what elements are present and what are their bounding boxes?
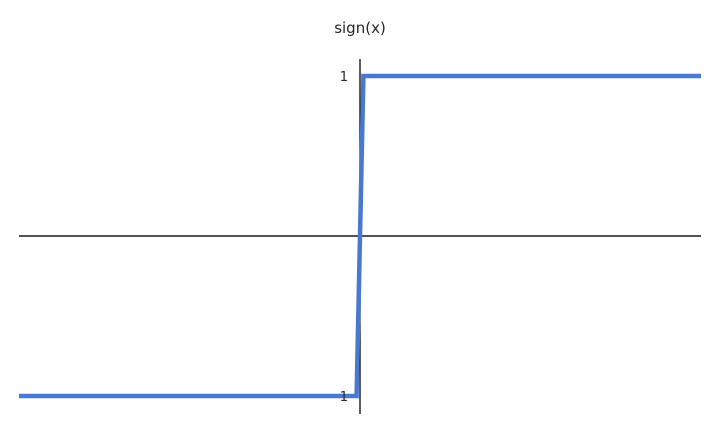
series-line-0 [19, 73, 701, 399]
chart-title: sign(x) [334, 19, 386, 37]
series-layer [19, 73, 701, 399]
y-tick-label: 1 [340, 390, 348, 405]
y-tick-label: 1 [340, 70, 348, 85]
y-tick-labels: 11 [340, 70, 348, 405]
